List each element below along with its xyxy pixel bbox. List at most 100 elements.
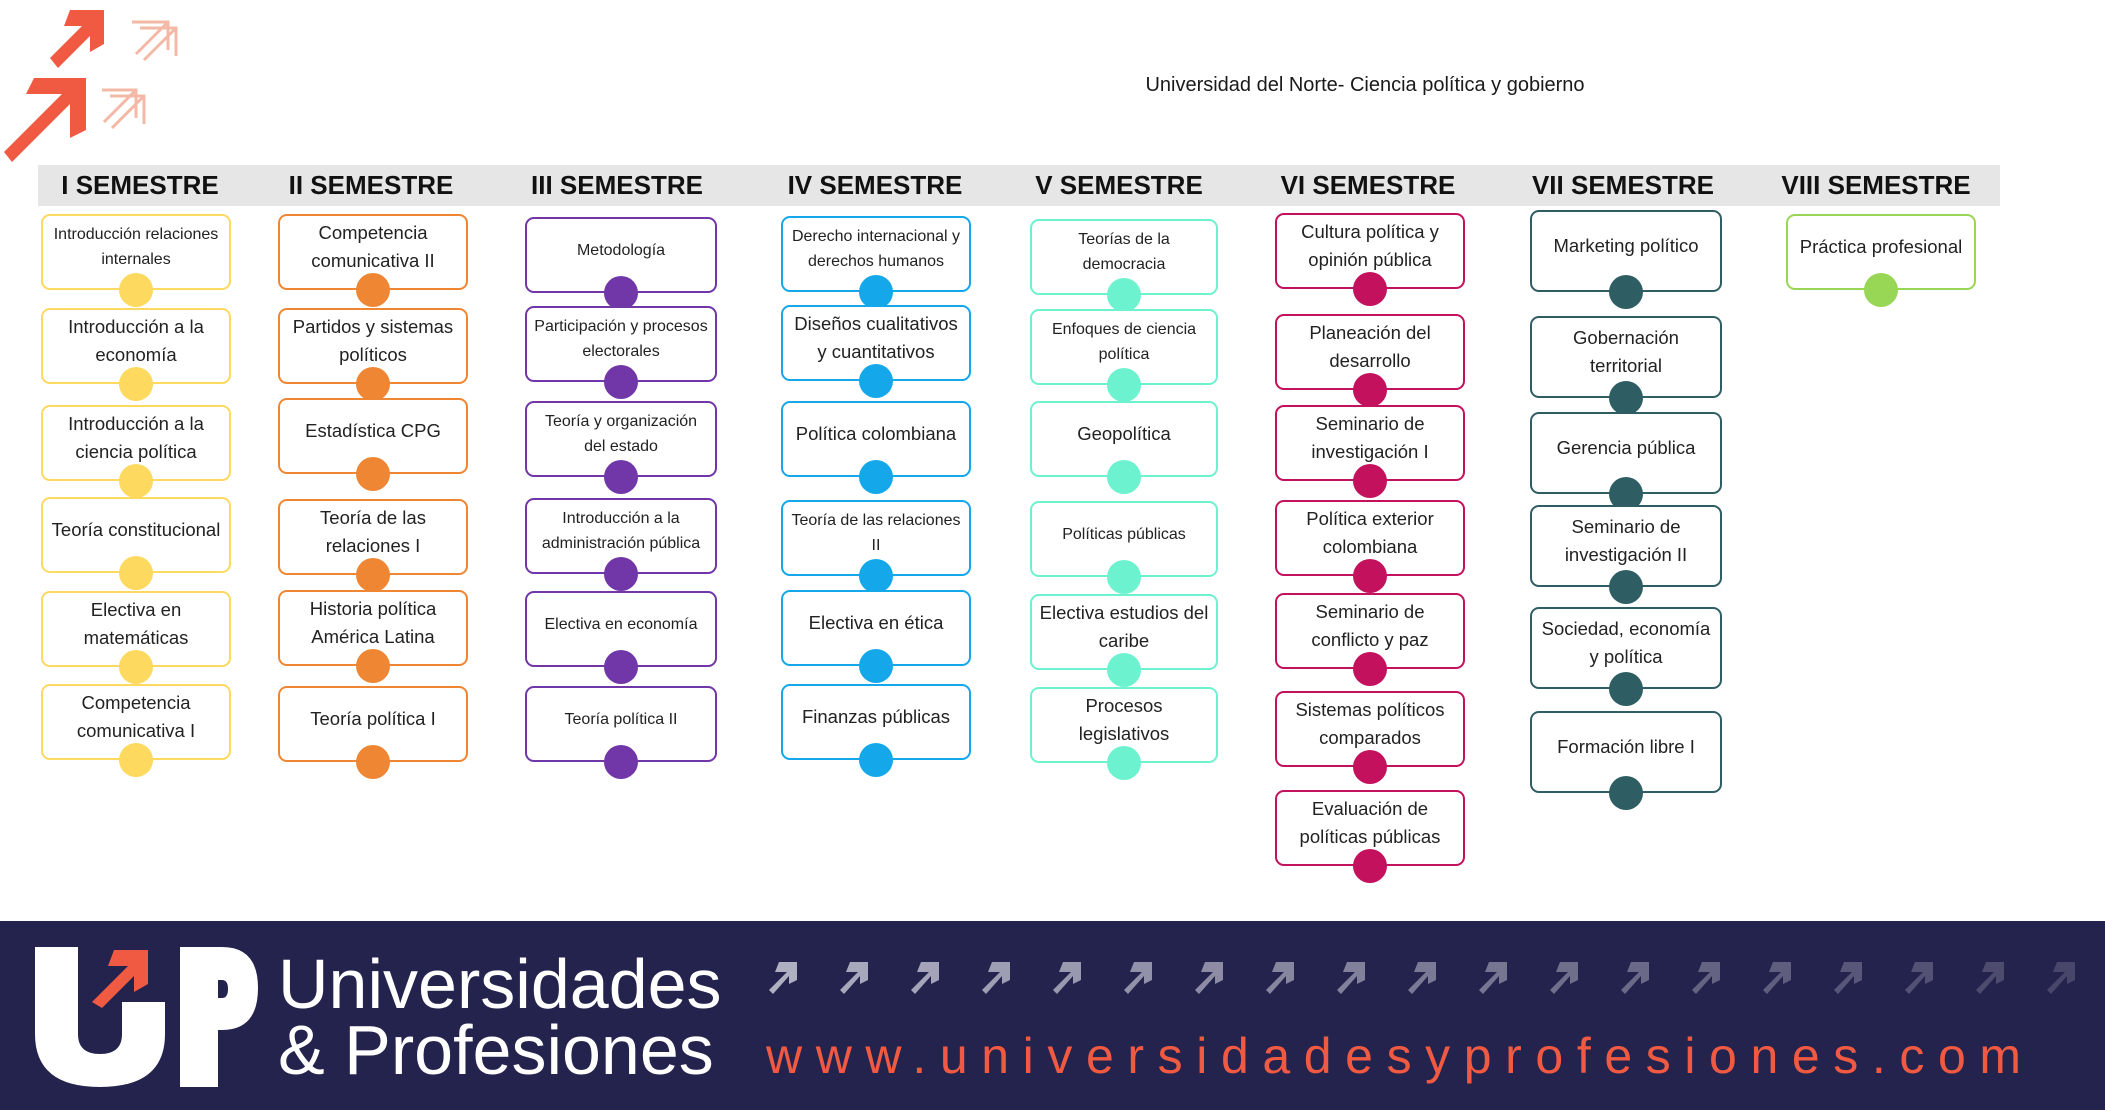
course-card: Teorías de la democracia [1030, 219, 1218, 312]
course-connector-dot [1353, 272, 1387, 306]
semester-header-2: II SEMESTRE [288, 170, 454, 200]
course-name: Teoría constitucional [51, 519, 221, 540]
course-connector-dot [604, 745, 638, 779]
course-card: Marketing político [1530, 210, 1722, 309]
course-card: Partidos y sistemas políticos [278, 308, 468, 401]
course-connector-dot [1107, 278, 1141, 312]
course-card: Formación libre I [1530, 711, 1722, 810]
course-name: Estadística CPG [305, 420, 441, 441]
course-connector-dot [119, 650, 153, 684]
course-name: Planeación del desarrollo [1309, 322, 1431, 371]
course-connector-dot [604, 276, 638, 310]
course-name: Electiva en economía [544, 615, 698, 633]
course-name: Formación libre I [1557, 736, 1695, 757]
course-name: Electiva estudios del caribe [1039, 602, 1209, 651]
course-card: Gobernación territorial [1530, 316, 1722, 415]
semester-header-5: V SEMESTRE [1035, 170, 1203, 200]
up-logo-icon [35, 947, 258, 1087]
footer-arrow-icon [1408, 962, 1436, 994]
arrow-icon [4, 10, 104, 162]
course-card: Historia política América Latina [278, 590, 468, 683]
footer-arrow-icon [1479, 962, 1507, 994]
course-card: Política colombiana [781, 401, 971, 494]
footer-arrow-icon [911, 962, 939, 994]
course-card: Introducción a la administración pública [525, 498, 717, 591]
course-card: Planeación del desarrollo [1275, 314, 1465, 407]
course-name: Marketing político [1553, 235, 1699, 256]
semester-header-8: VIII SEMESTRE [1781, 170, 1971, 200]
course-connector-dot [119, 464, 153, 498]
course-card: Finanzas públicas [781, 684, 971, 777]
course-name: Política exterior colombiana [1306, 508, 1434, 557]
course-name: Metodología [576, 241, 666, 259]
course-card: Teoría política II [525, 686, 717, 779]
course-connector-dot [356, 558, 390, 592]
course-card: Geopolítica [1030, 401, 1218, 494]
course-name: Partidos y sistemas políticos [292, 316, 454, 365]
footer-arrow-icon [1337, 962, 1365, 994]
course-card: Metodología [525, 217, 717, 310]
course-card: Introducción a la ciencia política [41, 405, 231, 498]
course-connector-dot [356, 367, 390, 401]
course-card: Electiva en matemáticas [41, 591, 231, 684]
course-card: Introducción relaciones internales [41, 214, 231, 307]
course-connector-dot [859, 559, 893, 593]
footer-banner [0, 921, 2105, 1110]
course-name: Teoría política II [564, 710, 678, 728]
footer-arrow-icon [1834, 962, 1862, 994]
course-connector-dot [1609, 381, 1643, 415]
course-card: Teoría política I [278, 686, 468, 779]
course-connector-dot [119, 743, 153, 777]
course-connector-dot [1107, 653, 1141, 687]
course-connector-dot [604, 650, 638, 684]
course-name: Geopolítica [1077, 423, 1171, 444]
course-card: Diseños cualitativos y cuantitativos [781, 305, 971, 398]
course-name: Seminario de conflicto y paz [1311, 601, 1429, 650]
course-name: Historia política América Latina [309, 598, 437, 647]
course-card: Derecho internacional y derechos humanos [781, 216, 971, 309]
arrow-outline-icon [102, 20, 178, 130]
course-name: Teorías de la democracia [1078, 231, 1170, 273]
course-card: Teoría de las relaciones II [781, 500, 971, 593]
course-connector-dot [604, 365, 638, 399]
footer-arrow-icon [840, 962, 868, 994]
website-url[interactable]: www.universidadesyprofesiones.com [766, 1028, 2035, 1084]
footer-arrow-icon [1195, 962, 1223, 994]
course-card: Electiva estudios del caribe [1030, 594, 1218, 687]
course-name: Introducción relaciones internales [53, 226, 219, 268]
course-connector-dot [356, 457, 390, 491]
course-card: Competencia comunicativa II [278, 214, 468, 307]
course-connector-dot [1353, 464, 1387, 498]
footer-arrow-pattern [769, 962, 2075, 994]
course-name: Procesos legislativos [1078, 695, 1170, 744]
course-name: Sistemas políticos comparados [1295, 699, 1445, 748]
footer-arrow-icon [2047, 962, 2075, 994]
course-card: Estadística CPG [278, 398, 468, 491]
course-card: Participación y procesos electorales [525, 306, 717, 399]
course-name: Política colombiana [795, 423, 957, 444]
course-card: Cultura política y opinión pública [1275, 213, 1465, 306]
course-name: Introducción a la administración pública [541, 510, 701, 552]
course-name: Teoría de las relaciones II [791, 512, 961, 554]
footer-arrow-icon [1692, 962, 1720, 994]
course-name: Gobernación territorial [1573, 327, 1679, 376]
course-card: Evaluación de políticas públicas [1275, 790, 1465, 883]
course-card: Práctica profesional [1786, 214, 1976, 307]
course-connector-dot [1107, 560, 1141, 594]
course-connector-dot [356, 649, 390, 683]
course-name: Enfoques de ciencia política [1051, 321, 1197, 363]
course-connector-dot [1609, 672, 1643, 706]
course-name: Teoría de las relaciones I [320, 507, 426, 556]
course-name: Cultura política y opinión pública [1301, 221, 1439, 270]
course-card: Teoría y organización del estado [525, 401, 717, 494]
semester-header-4: IV SEMESTRE [787, 170, 963, 200]
course-name: Teoría política I [310, 708, 436, 729]
course-name: Sociedad, economía y política [1541, 618, 1711, 667]
course-name: Evaluación de políticas públicas [1299, 798, 1441, 847]
course-connector-dot [859, 364, 893, 398]
course-connector-dot [859, 460, 893, 494]
semester-header-6: VI SEMESTRE [1280, 170, 1456, 200]
course-connector-dot [1353, 750, 1387, 784]
footer-arrow-icon [1550, 962, 1578, 994]
course-card: Enfoques de ciencia política [1030, 309, 1218, 402]
